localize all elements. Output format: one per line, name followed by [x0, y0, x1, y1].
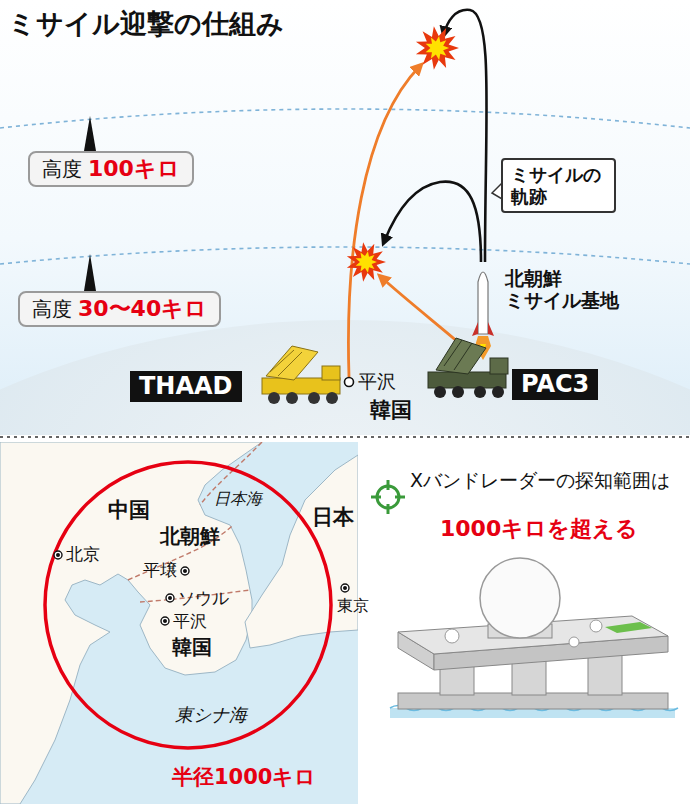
sky-panel [0, 0, 690, 435]
node-text: ミサイルの軌跡 [511, 164, 606, 207]
drawing-circle [164, 620, 167, 623]
drawing-polygon [266, 346, 318, 380]
drawing-circle [166, 594, 174, 602]
system-label: PAC3 [512, 369, 598, 400]
site-dot [345, 378, 354, 387]
title: ミサイル迎撃の仕組み [8, 6, 284, 42]
map-city: 平壌 [143, 561, 177, 581]
map-city: ソウル [178, 589, 229, 609]
explosion-core [426, 36, 449, 60]
xband-radar [390, 558, 678, 718]
drawing-path [472, 322, 494, 336]
node-text: 30〜40キロ [78, 296, 207, 322]
explosion-core [356, 251, 377, 273]
map-city: 東京 [337, 597, 369, 615]
altitude-box: 高度30〜40キロ [18, 291, 221, 327]
altitude-box: 高度100キロ [28, 151, 194, 187]
drawing-circle [492, 386, 504, 398]
radar-note: 1000キロを超える [440, 516, 638, 541]
node-text: THAAD [139, 372, 233, 401]
explosions [347, 26, 459, 282]
drawing-circle [341, 584, 349, 592]
drawing-rect [490, 358, 508, 374]
drawing-polygon [605, 622, 652, 633]
separator [0, 436, 690, 438]
drawing-path [478, 272, 488, 334]
drawing-circle [445, 629, 459, 643]
drawing-circle [480, 558, 560, 638]
earth [0, 320, 690, 435]
drawing-circle [54, 551, 62, 559]
system-label: THAAD [130, 371, 242, 402]
altitude-line [0, 109, 690, 128]
sea [0, 442, 358, 804]
drawing-line [278, 352, 302, 376]
border-line [128, 526, 232, 580]
node-text: 100キロ [88, 156, 180, 182]
map-country: 韓国 [172, 636, 212, 659]
thaad-launcher [262, 346, 340, 404]
node-text: 高度 [42, 157, 82, 181]
crosshair-icon [371, 480, 405, 514]
interceptor-path [348, 66, 420, 377]
node-text: 高度 [32, 297, 72, 321]
explosion [347, 242, 386, 282]
drawing-rect [322, 366, 340, 380]
drawing-circle [268, 392, 280, 404]
drawing-circle [161, 617, 169, 625]
drawing-circle [326, 392, 338, 404]
mainland [0, 442, 262, 804]
map-country: 中国 [108, 498, 150, 522]
map-country: 日本 [312, 505, 354, 529]
country-label: 韓国 [370, 398, 412, 422]
map [0, 442, 358, 804]
drawing-polygon [436, 338, 486, 374]
drawing-line [454, 343, 472, 370]
drawing-circle [184, 570, 187, 573]
drawing-circle [590, 620, 602, 632]
drawing-circle [181, 567, 189, 575]
callout-box: ミサイルの軌跡 [501, 158, 616, 213]
map-city: 北京 [66, 545, 100, 565]
drawing-circle [474, 386, 486, 398]
altitude-pointer [84, 254, 96, 291]
node-text: PAC3 [521, 370, 589, 399]
drawing-line [387, 504, 390, 514]
drawing-circle [452, 386, 464, 398]
map-country: 北朝鮮 [160, 525, 220, 548]
site-label: 北朝鮮 ミサイル基地 [505, 268, 635, 312]
drawing-circle [169, 597, 172, 600]
drawing-line [395, 496, 405, 499]
map-sea: 東シナ海 [175, 705, 247, 726]
drawing-line [387, 480, 390, 490]
radar-note: Xバンドレーダーの探知範囲は [410, 470, 670, 492]
range-label: 半径1000キロ [172, 765, 316, 789]
interceptor-path [381, 277, 458, 342]
drawing-circle [569, 637, 579, 647]
drawing-line [371, 496, 381, 499]
drawing-circle [434, 386, 446, 398]
explosion [416, 26, 459, 70]
place-label: 平沢 [358, 371, 396, 393]
drawing-circle [308, 392, 320, 404]
drawing-circle [57, 554, 60, 557]
range-circle [45, 462, 331, 748]
map-sea: 日本海 [214, 490, 262, 508]
altitude-pointer [84, 116, 96, 151]
altitude-line [0, 247, 690, 264]
missile-trajectory [384, 182, 481, 262]
drawing-circle [344, 587, 347, 590]
pac3-launcher [428, 338, 508, 398]
drawing-line [270, 350, 294, 372]
map-city: 平沢 [173, 612, 207, 632]
drawing-circle [286, 392, 298, 404]
